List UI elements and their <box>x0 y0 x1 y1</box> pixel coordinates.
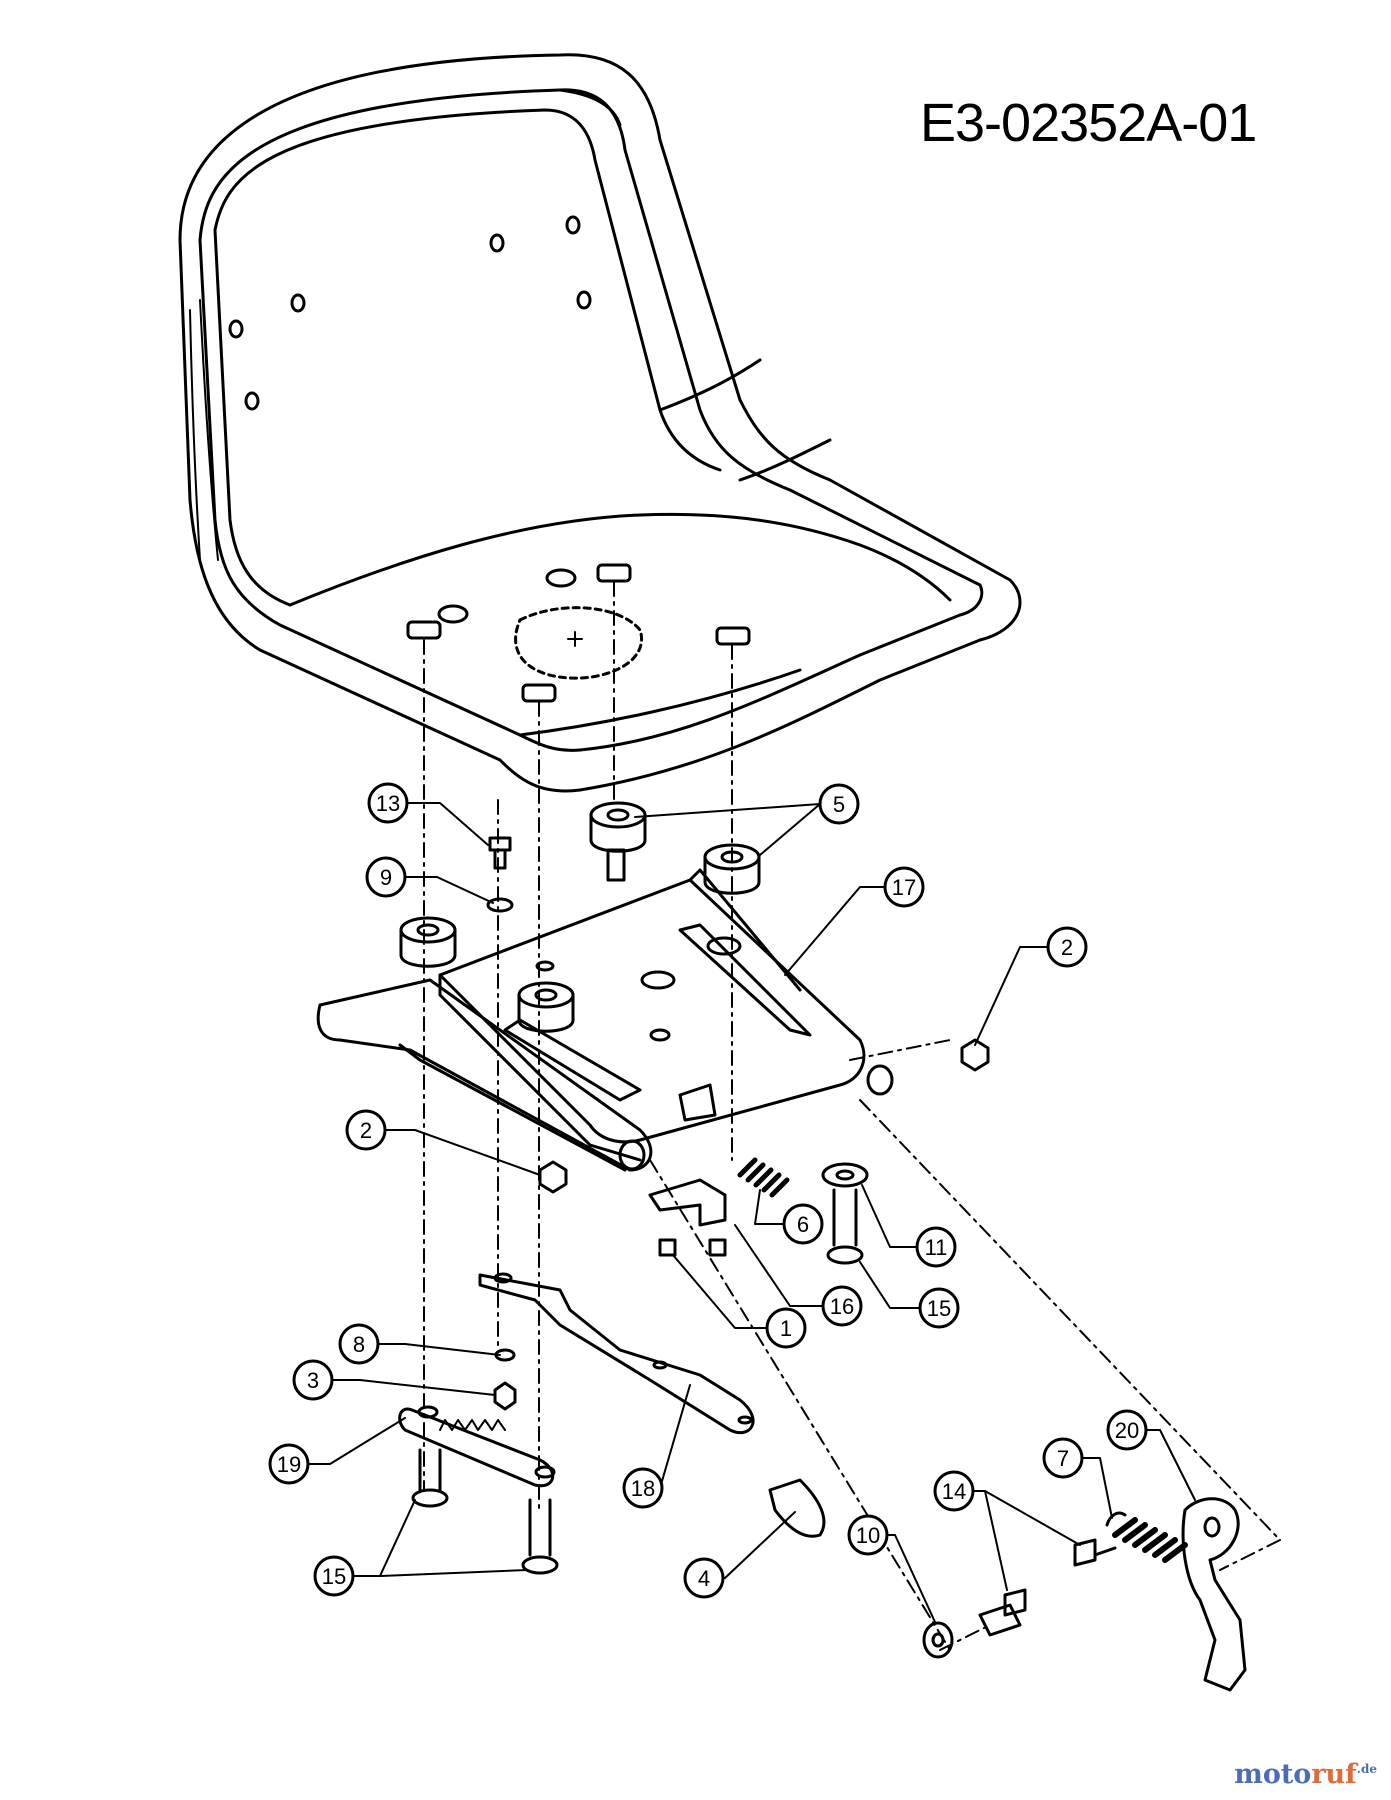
watermark-logo: motoruf.de <box>1234 1759 1377 1790</box>
svg-text:2: 2 <box>1061 935 1073 960</box>
svg-text:13: 13 <box>376 791 400 816</box>
svg-text:10: 10 <box>856 1523 880 1548</box>
svg-text:2: 2 <box>360 1118 372 1143</box>
svg-text:9: 9 <box>380 865 392 890</box>
callout-15b: 15 <box>313 1555 355 1597</box>
callout-3: 3 <box>292 1359 334 1401</box>
svg-text:16: 16 <box>830 1294 854 1319</box>
callout-9: 9 <box>365 856 407 898</box>
svg-text:1: 1 <box>780 1316 792 1341</box>
callout-2a: 2 <box>1046 926 1088 968</box>
svg-text:20: 20 <box>1115 1418 1139 1443</box>
callout-17: 17 <box>883 866 925 908</box>
drawing-number: E3-02352A-01 <box>920 93 1257 153</box>
svg-text:3: 3 <box>307 1368 319 1393</box>
svg-text:7: 7 <box>1057 1446 1069 1471</box>
seat-pan-bracket <box>316 868 894 1172</box>
svg-text:4: 4 <box>698 1566 710 1591</box>
assembly-lines <box>423 581 1281 1651</box>
svg-text:17: 17 <box>892 875 916 900</box>
callout-13: 13 <box>367 782 409 824</box>
svg-text:15: 15 <box>927 1296 951 1321</box>
watermark-part2: ruf <box>1311 1759 1357 1790</box>
svg-text:5: 5 <box>833 792 845 817</box>
isolator-mounts <box>399 801 761 1033</box>
callout-20: 20 <box>1106 1409 1148 1451</box>
svg-text:14: 14 <box>942 1479 966 1504</box>
watermark-suffix: .de <box>1356 1762 1377 1776</box>
callout-19: 19 <box>268 1443 310 1485</box>
callout-2b: 2 <box>345 1109 387 1151</box>
callout-7: 7 <box>1042 1437 1084 1479</box>
svg-text:11: 11 <box>925 1235 948 1260</box>
hardware <box>398 836 1247 1692</box>
callout-8: 8 <box>338 1323 380 1365</box>
svg-text:19: 19 <box>277 1452 301 1477</box>
svg-text:8: 8 <box>353 1332 365 1357</box>
callout-18: 18 <box>622 1467 664 1509</box>
svg-text:15: 15 <box>322 1564 346 1589</box>
svg-text:18: 18 <box>631 1476 655 1501</box>
seat-shell <box>178 53 1022 793</box>
callout-14: 14 <box>933 1470 975 1512</box>
callout-5: 5 <box>818 783 860 825</box>
callouts: 13 9 5 17 2 2 6 11 16 15 1 8 3 19 18 15 … <box>268 782 1148 1599</box>
callout-6: 6 <box>782 1203 824 1245</box>
watermark-part1: moto <box>1234 1759 1312 1790</box>
callout-4: 4 <box>683 1557 725 1599</box>
leader-lines <box>307 802 1196 1623</box>
callout-11: 11 <box>915 1226 957 1268</box>
callout-10: 10 <box>847 1514 889 1556</box>
callout-15a: 15 <box>918 1287 960 1329</box>
svg-text:6: 6 <box>797 1212 809 1237</box>
callout-16: 16 <box>821 1285 863 1327</box>
callout-1: 1 <box>765 1307 807 1349</box>
